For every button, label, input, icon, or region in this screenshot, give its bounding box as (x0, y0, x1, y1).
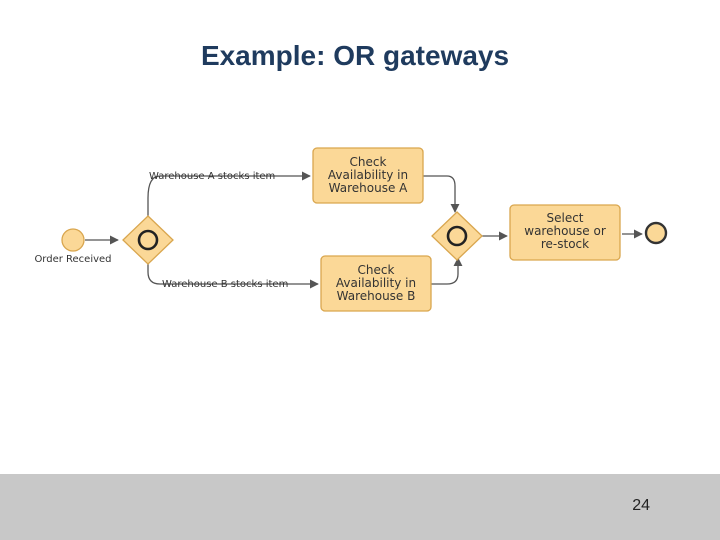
slide-title: Example: OR gateways (200, 40, 510, 71)
bpmn-diagram: Order Received Warehouse A stocks item W… (34, 147, 668, 312)
task-b-line-2: Availability in (336, 276, 416, 290)
task-a-line-1: Check (350, 155, 387, 169)
or-gateway-icon (137, 229, 159, 251)
task-b-line-1: Check (358, 263, 395, 277)
task-select-line-1: Select (546, 211, 583, 225)
task-a-line-3: Warehouse A (329, 181, 409, 195)
footer-band (0, 474, 720, 540)
end-event[interactable] (644, 221, 668, 245)
flow-a-label: Warehouse A stocks item (149, 171, 275, 182)
or-gateway-icon (446, 225, 468, 247)
flow-split-to-task-a (147, 171, 311, 221)
task-select-line-2: warehouse or (524, 224, 606, 238)
page-number: 24 (632, 497, 650, 514)
task-b-line-3: Warehouse B (337, 289, 416, 303)
task-check-warehouse-b[interactable]: Check Availability in Warehouse B (320, 255, 432, 312)
task-select-line-3: re-stock (541, 237, 589, 251)
task-a-line-2: Availability in (328, 168, 408, 182)
or-split-gateway[interactable] (122, 215, 174, 265)
flow-b-label: Warehouse B stocks item (162, 279, 288, 290)
flow-split-to-task-b (147, 260, 319, 289)
flow-task-a-to-join (423, 175, 460, 213)
flow-task-b-to-join (431, 257, 463, 285)
or-join-gateway[interactable] (431, 211, 483, 261)
start-event[interactable] (61, 228, 85, 252)
start-event-label: Order Received (34, 254, 111, 265)
task-select-warehouse-or-restock[interactable]: Select warehouse or re-stock (509, 204, 621, 261)
task-check-warehouse-a[interactable]: Check Availability in Warehouse A (312, 147, 424, 204)
